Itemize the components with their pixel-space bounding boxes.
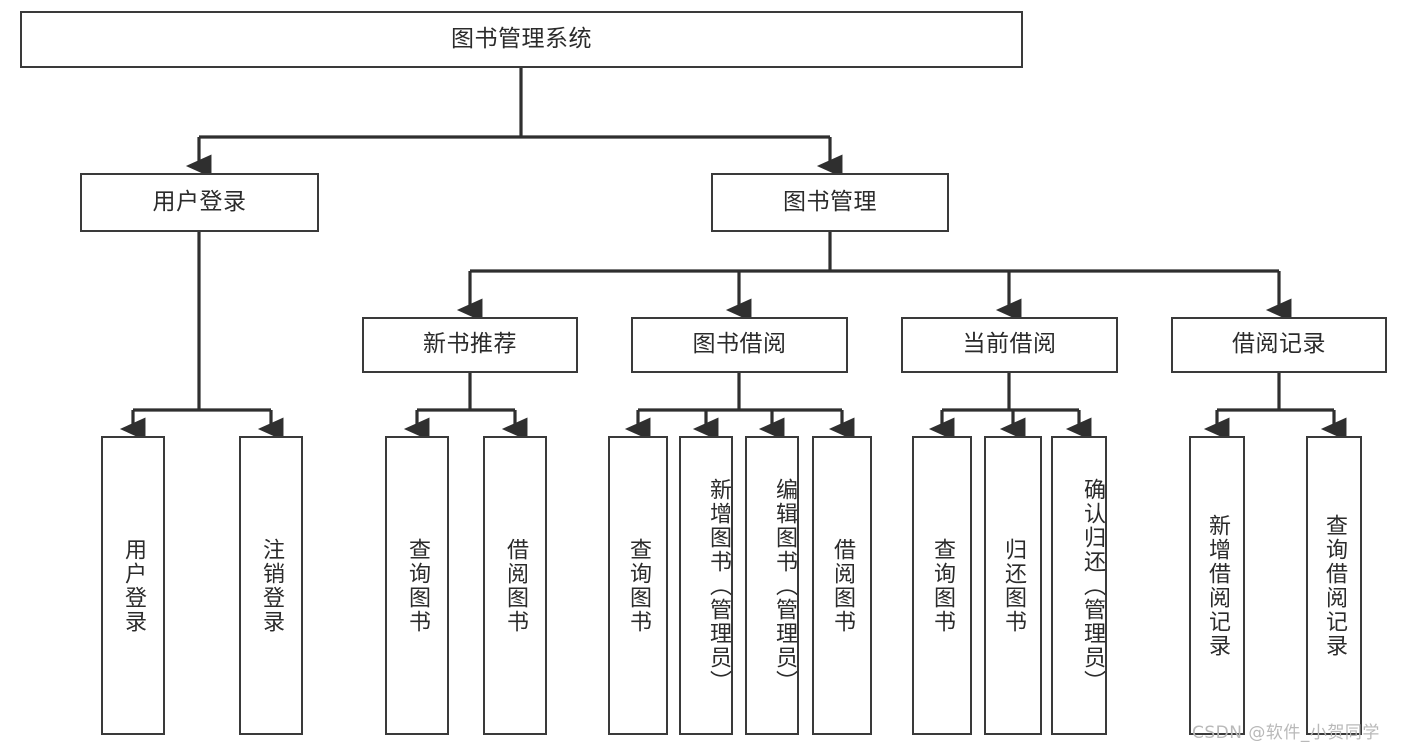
node-leaf-add-book[interactable]: 新增图书（管理员） — [679, 436, 733, 735]
node-leaf-query-book-recommend[interactable]: 查询图书 — [385, 436, 449, 735]
node-leaf-add-book-label: 新增图书（管理员） — [706, 477, 731, 694]
node-root[interactable]: 图书管理系统 — [20, 11, 1023, 68]
node-leaf-user-login-label: 用户登录 — [120, 537, 146, 634]
node-leaf-query-book-current-label: 查询图书 — [929, 537, 955, 634]
node-leaf-return-book-label: 归还图书 — [1000, 537, 1026, 634]
node-borrow-record[interactable]: 借阅记录 — [1171, 317, 1387, 373]
node-leaf-borrow-book-recommend[interactable]: 借阅图书 — [483, 436, 547, 735]
node-current-borrow[interactable]: 当前借阅 — [901, 317, 1118, 373]
node-book-borrow[interactable]: 图书借阅 — [631, 317, 848, 373]
node-leaf-edit-book-label: 编辑图书（管理员） — [772, 477, 797, 694]
node-book-borrow-label: 图书借阅 — [692, 331, 787, 358]
node-leaf-query-borrow-record[interactable]: 查询借阅记录 — [1306, 436, 1362, 735]
node-root-label: 图书管理系统 — [451, 25, 592, 52]
node-borrow-record-label: 借阅记录 — [1232, 331, 1326, 358]
node-book-management-label: 图书管理 — [783, 188, 877, 215]
node-leaf-logout[interactable]: 注销登录 — [239, 436, 303, 735]
node-leaf-add-borrow-record-label: 新增借阅记录 — [1204, 513, 1230, 658]
node-new-book-recommend-label: 新书推荐 — [423, 331, 517, 358]
node-user-login-label: 用户登录 — [152, 188, 247, 215]
node-leaf-add-borrow-record[interactable]: 新增借阅记录 — [1189, 436, 1245, 735]
node-leaf-query-book-borrow[interactable]: 查询图书 — [608, 436, 668, 735]
node-leaf-query-book-recommend-label: 查询图书 — [404, 537, 430, 634]
node-leaf-query-book-current[interactable]: 查询图书 — [912, 436, 972, 735]
node-book-management[interactable]: 图书管理 — [711, 173, 949, 232]
node-leaf-logout-label: 注销登录 — [258, 537, 284, 634]
node-leaf-edit-book[interactable]: 编辑图书（管理员） — [745, 436, 799, 735]
node-leaf-query-borrow-record-label: 查询借阅记录 — [1321, 513, 1347, 658]
node-leaf-borrow-book[interactable]: 借阅图书 — [812, 436, 872, 735]
node-leaf-confirm-return-label: 确认归还（管理员） — [1080, 477, 1105, 694]
node-leaf-user-login[interactable]: 用户登录 — [101, 436, 165, 735]
node-user-login[interactable]: 用户登录 — [80, 173, 319, 232]
node-leaf-query-book-borrow-label: 查询图书 — [625, 537, 651, 634]
node-leaf-borrow-book-label: 借阅图书 — [829, 537, 855, 634]
node-leaf-confirm-return[interactable]: 确认归还（管理员） — [1051, 436, 1107, 735]
csdn-watermark: CSDN @软件_小贺同学 — [1192, 723, 1380, 743]
node-leaf-borrow-book-recommend-label: 借阅图书 — [502, 537, 528, 634]
node-new-book-recommend[interactable]: 新书推荐 — [362, 317, 578, 373]
node-leaf-return-book[interactable]: 归还图书 — [984, 436, 1042, 735]
node-current-borrow-label: 当前借阅 — [962, 331, 1057, 358]
